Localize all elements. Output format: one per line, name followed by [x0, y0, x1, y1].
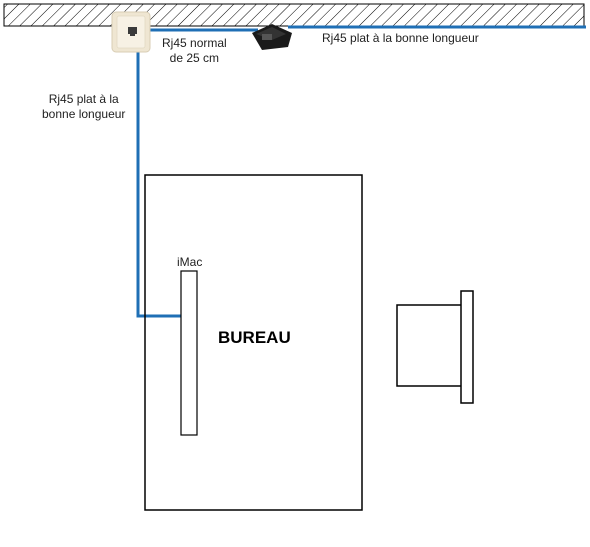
- chair: [396, 290, 474, 404]
- cables: [136, 25, 586, 318]
- label-rj45-flat-left: Rj45 plat à la bonne longueur: [42, 92, 125, 122]
- rj45-wall-socket-icon: [111, 11, 151, 53]
- chair-seat: [396, 304, 464, 387]
- label-rj45-flat-left-line2: bonne longueur: [42, 107, 126, 121]
- label-rj45-short-line1: Rj45 normal: [162, 36, 227, 50]
- network-adapter-icon: [252, 24, 292, 50]
- chair-back: [460, 290, 474, 404]
- cable-rj45-flat-down: [136, 45, 182, 318]
- label-rj45-short-line2: de 25 cm: [169, 51, 220, 65]
- label-rj45-flat-right: Rj45 plat à la bonne longueur: [322, 31, 479, 45]
- imac-outline: [180, 270, 198, 436]
- label-rj45-short: Rj45 normal de 25 cm: [162, 36, 227, 66]
- label-desk: BUREAU: [218, 328, 291, 347]
- label-rj45-flat-left-line1: Rj45 plat à la: [48, 92, 119, 106]
- desk-outline: [144, 174, 363, 511]
- label-imac: iMac: [177, 255, 203, 269]
- wall: [3, 3, 585, 27]
